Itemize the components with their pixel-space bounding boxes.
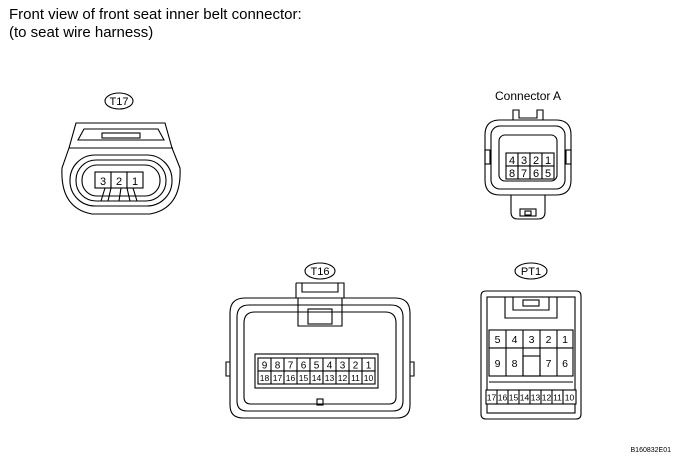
t16-pin: 2 (353, 361, 359, 372)
t16-pin-grid (257, 357, 376, 385)
t16-pin: 10 (364, 373, 374, 383)
pt1-pin: 11 (553, 393, 562, 403)
t16-pin: 14 (312, 373, 322, 383)
t16-tag-oval (304, 262, 336, 280)
pt1-pin: 16 (498, 393, 508, 403)
t16-housing (229, 297, 411, 419)
title-line-2: (to seat wire harness) (9, 24, 154, 41)
t16-pin: 1 (366, 361, 372, 372)
figure-title: Front view of front seat inner belt conn… (9, 6, 302, 42)
connector-a-pin: 8 (509, 168, 515, 180)
t16-pin: 3 (340, 361, 346, 372)
t16-top-tab (295, 282, 345, 298)
t17-pin: 3 (100, 176, 106, 188)
connector-a-pin: 2 (533, 155, 539, 167)
connector-a: 4 3 2 1 8 7 6 5 (484, 109, 572, 220)
pt1-tag: PT1 (521, 266, 541, 278)
t16-tag: T16 (311, 266, 330, 278)
connector-a-label: Connector A (495, 89, 562, 103)
connector-a-pin: 7 (521, 168, 527, 180)
pt1-pin: 10 (565, 393, 575, 403)
t16-pin: 17 (273, 373, 283, 383)
t16-pin: 7 (288, 361, 294, 372)
pt1-pin: 13 (531, 393, 541, 403)
title-line-1: Front view of front seat inner belt conn… (9, 6, 302, 23)
t17-tag-oval (104, 92, 134, 110)
pt1-pin: 12 (542, 393, 552, 403)
connector-a-housing (484, 119, 572, 196)
pt1-pin: 8 (512, 358, 518, 370)
t16-pin: 11 (351, 373, 360, 383)
pt1-pin: 3 (529, 334, 535, 346)
pt1-pin: 14 (520, 393, 530, 403)
t17-housing (61, 122, 181, 215)
t17-latch (77, 128, 165, 141)
pt1-tag-oval (514, 262, 548, 280)
connector-a-top-tab (512, 109, 544, 121)
t17-pin-cell (126, 171, 144, 189)
pt1-pin: 15 (509, 393, 519, 403)
t16-pin: 5 (314, 361, 320, 372)
pt1-pin: 17 (487, 393, 497, 403)
t17-pin: 2 (116, 176, 122, 188)
pt1-housing (480, 290, 582, 420)
figure-code: B160832E01 (631, 447, 672, 454)
t16-pin: 12 (338, 373, 348, 383)
connector-a-pin: 4 (509, 155, 515, 167)
t17-pin: 1 (132, 176, 138, 188)
t16-pin: 18 (260, 373, 270, 383)
connector-t16: T16 9 8 7 6 5 4 3 2 1 18 17 16 (225, 262, 415, 419)
t16-pin: 8 (275, 361, 281, 372)
t16-pin: 13 (325, 373, 335, 383)
connector-a-pin: 6 (533, 168, 539, 180)
connector-a-pin: 3 (521, 155, 527, 167)
pt1-pin: 9 (495, 358, 501, 370)
t16-pin: 15 (299, 373, 309, 383)
t16-pin: 4 (327, 361, 333, 372)
connector-a-pin: 1 (545, 155, 551, 167)
t16-pin: 16 (286, 373, 296, 383)
t17-tag: T17 (110, 96, 129, 108)
t16-pin: 6 (301, 361, 307, 372)
connector-a-pin: 5 (545, 168, 551, 180)
pt1-pin: 7 (546, 358, 552, 370)
t16-pin: 9 (262, 361, 268, 372)
connector-pt1: PT1 5 4 3 2 1 9 8 7 6 17 16 15 14 (480, 262, 582, 420)
pt1-pin: 2 (546, 334, 552, 346)
pt1-pin: 6 (562, 358, 568, 370)
pt1-pin: 4 (512, 334, 518, 346)
pt1-pin: 1 (562, 334, 568, 346)
t17-seal-outer (69, 154, 173, 207)
connector-a-lock (510, 195, 546, 220)
connector-t17: T17 3 2 1 (61, 92, 181, 215)
pt1-pin: 5 (495, 334, 501, 346)
